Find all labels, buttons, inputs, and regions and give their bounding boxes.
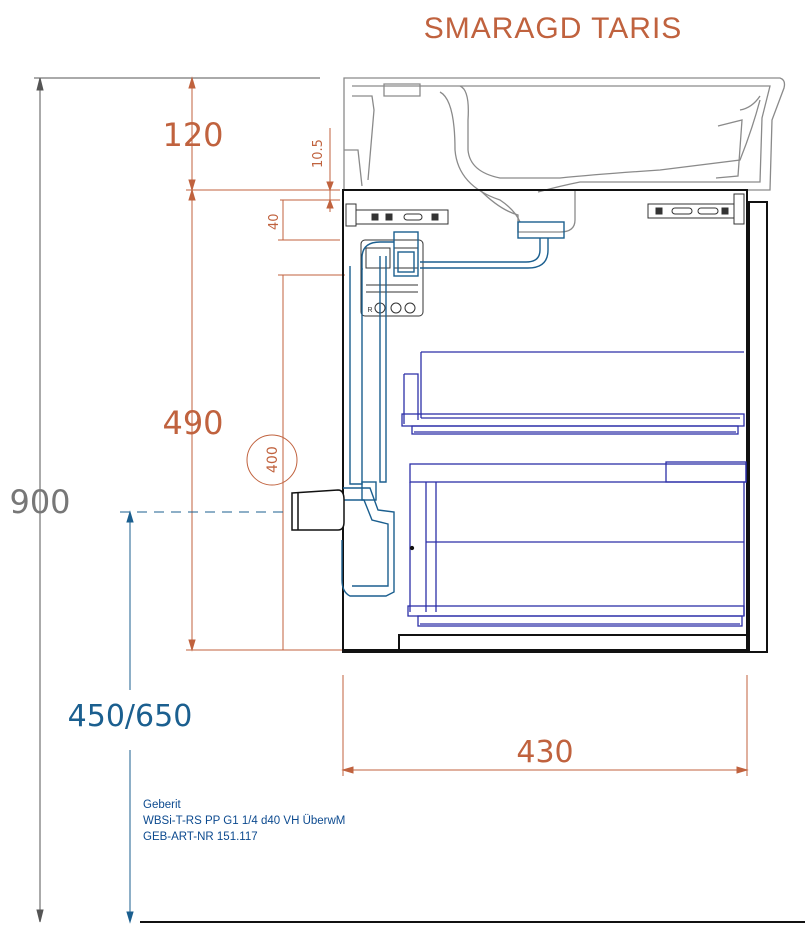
siphon: [341, 221, 565, 597]
dimension-40: [278, 200, 340, 241]
left-wall-bracket: [345, 203, 449, 227]
siphon-mount-plate: [360, 239, 424, 317]
product-note-model: WBSi-T-RS PP G1 1/4 d40 VH ÜberwM: [143, 815, 346, 827]
dimension-120: [186, 76, 340, 192]
lower-drawer: [407, 461, 747, 627]
washbasin: [343, 77, 786, 233]
dimension-430: [341, 675, 749, 776]
upper-drawer: [401, 351, 745, 435]
bracket-letter: R: [367, 307, 372, 314]
dim-490-label: 490: [162, 404, 223, 442]
dimension-490: [186, 188, 342, 652]
product-note: Geberit WBSi-T-RS PP G1 1/4 d40 VH Überw…: [143, 797, 345, 845]
label-gap: [118, 690, 142, 750]
dim-40-label: 40: [267, 213, 282, 230]
dim-900-label: 900: [9, 483, 70, 521]
dimension-900: [34, 77, 320, 923]
dim-120-label: 120: [162, 116, 223, 154]
dim-430-label: 430: [516, 735, 573, 770]
dimension-400: [246, 274, 345, 650]
dimension-10-5: [280, 128, 340, 212]
dim-10-5-label: 10.5: [311, 139, 326, 168]
product-title: SMARAGD TARIS: [424, 12, 683, 45]
cabinet-body: [342, 189, 768, 653]
wall-drain-socket: [291, 489, 345, 531]
product-note-article: GEB-ART-NR 151.117: [143, 831, 258, 843]
dim-400-label: 400: [265, 446, 281, 473]
right-wall-bracket: [647, 193, 745, 225]
dim-450-650-label: 450/650: [68, 699, 193, 734]
product-note-brand: Geberit: [143, 799, 181, 811]
